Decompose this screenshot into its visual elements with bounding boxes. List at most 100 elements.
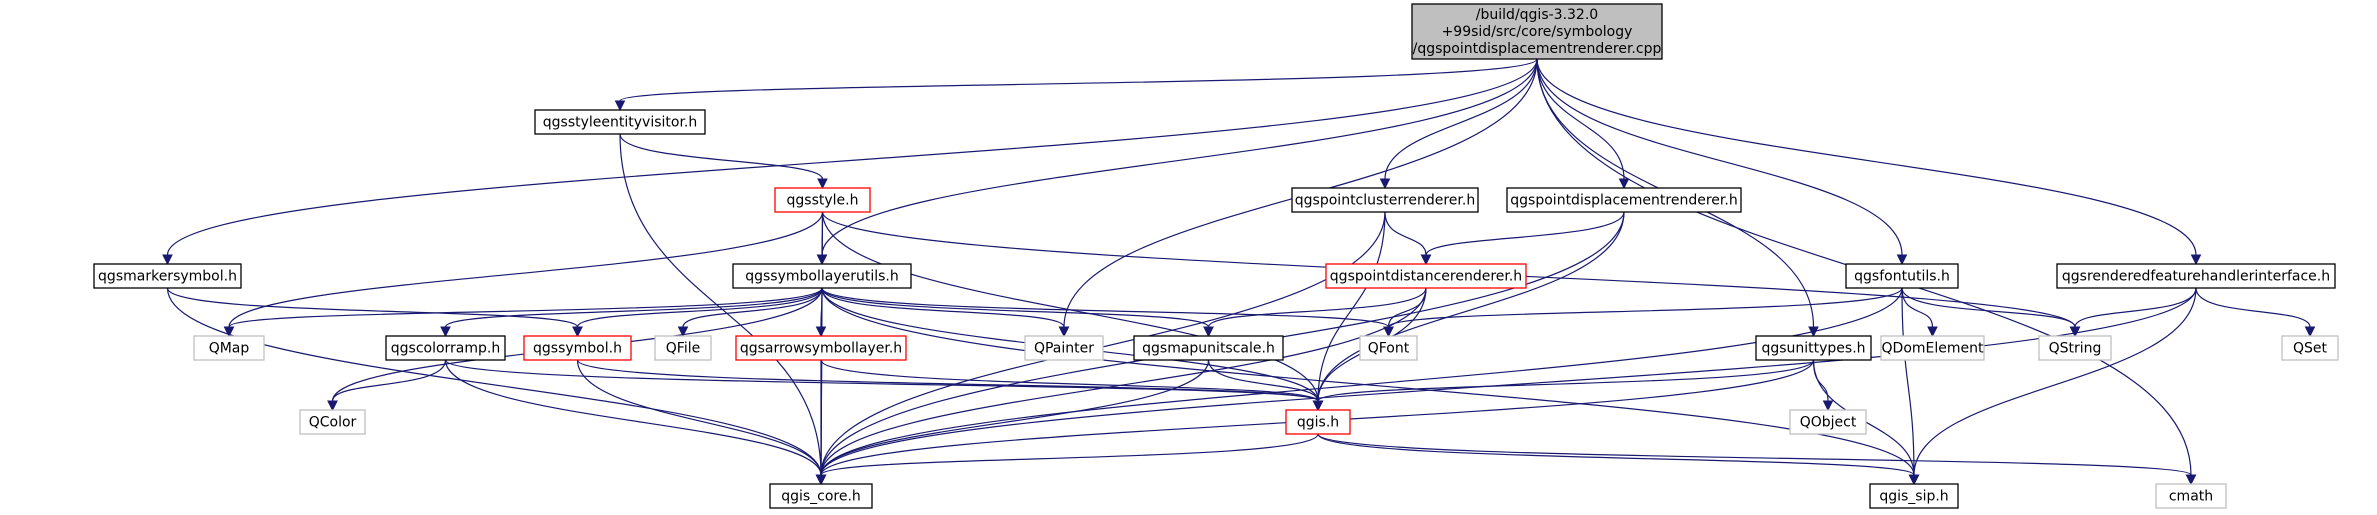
- node-qgspointdisplacementrenderer[interactable]: qgspointdisplacementrenderer.h: [1506, 187, 1742, 213]
- node-label-qgsstyleentityvisitor: qgsstyleentityvisitor.h: [543, 115, 698, 131]
- node-label-root: /build/qgis-3.32.0: [1476, 7, 1598, 23]
- node-qgis_sip[interactable]: qgis_sip.h: [1869, 483, 1959, 509]
- edge-qgsmarkersymbol-to-qgis_core: [166, 287, 822, 476]
- edge-qgis-to-qgis_sip: [1317, 433, 1915, 476]
- edge-qgscolorramp-to-qgis: [444, 359, 1319, 402]
- node-label-qgsmapunitscale: qgsmapunitscale.h: [1142, 341, 1275, 357]
- node-box-QObject: [1789, 409, 1867, 435]
- edge-qgis-to-cmath: [1317, 433, 2192, 476]
- node-qgspointdistancerenderer[interactable]: qgspointdistancerenderer.h: [1325, 263, 1527, 289]
- edge-root-to-qgsfontutils: [1536, 58, 1903, 256]
- node-label-qgsarrowsymbollayer: qgsarrowsymbollayer.h: [740, 341, 902, 357]
- edge-root-to-qgsrenderedfeaturehandlerinterface: [1536, 58, 2197, 256]
- edge-qgsrenderedfeaturehandlerinterface-to-qgis_core: [820, 287, 2197, 476]
- arrowhead-qgssymbollayerutils-to-QPainter: [1058, 326, 1070, 338]
- node-qgscolorramp[interactable]: qgscolorramp.h: [385, 335, 506, 361]
- arrowhead-root-to-qgsfontutils: [1896, 254, 1908, 266]
- arrowhead-root-to-qgspointdisplacementrenderer: [1618, 178, 1630, 190]
- node-label-qgis: qgis.h: [1297, 415, 1339, 431]
- edge-qgsfontutils-to-QString: [1901, 287, 2076, 328]
- node-qgssymbollayerutils[interactable]: qgssymbollayerutils.h: [732, 263, 912, 289]
- node-QFont: QFont: [1359, 335, 1418, 361]
- node-label-QFile: QFile: [666, 341, 700, 357]
- node-qgsunittypes[interactable]: qgsunittypes.h: [1755, 335, 1872, 361]
- edge-qgsunittypes-to-qgis: [1317, 359, 1815, 402]
- node-box-qgscolorramp: [385, 335, 506, 361]
- node-label-QObject: QObject: [1800, 415, 1857, 431]
- arrowhead-qgspointdisplacementrenderer-to-qgspointdistancerenderer: [1420, 254, 1432, 266]
- arrowhead-qgsstyleentityvisitor-to-qgsstyle: [817, 178, 828, 190]
- edge-qgssymbol-to-qgis: [576, 359, 1319, 402]
- node-label-qgsmarkersymbol: qgsmarkersymbol.h: [98, 269, 237, 285]
- node-qgsstyleentityvisitor[interactable]: qgsstyleentityvisitor.h: [534, 109, 706, 135]
- arrowhead-qgsfontutils-to-QDomElement: [1927, 326, 1938, 338]
- edge-qgssymbollayerutils-to-QFont: [821, 287, 1390, 328]
- node-qgsmarkersymbol[interactable]: qgsmarkersymbol.h: [93, 263, 242, 289]
- node-box-qgsarrowsymbollayer: [735, 335, 907, 361]
- node-box-qgsrenderedfeaturehandlerinterface: [2056, 263, 2336, 289]
- node-QColor: QColor: [299, 409, 366, 435]
- edge-qgsstyle-to-QMap: [228, 211, 824, 328]
- node-qgis[interactable]: qgis.h: [1285, 409, 1351, 435]
- node-qgsrenderedfeaturehandlerinterface[interactable]: qgsrenderedfeaturehandlerinterface.h: [2056, 263, 2336, 289]
- arrowhead-qgssymbollayerutils-to-qgssymbol: [572, 326, 583, 338]
- node-box-qgssymbollayerutils: [732, 263, 912, 289]
- node-qgsstyle[interactable]: qgsstyle.h: [774, 187, 871, 213]
- node-qgssymbol[interactable]: qgssymbol.h: [523, 335, 632, 361]
- arrowhead-qgsfontutils-to-QFont: [1383, 326, 1394, 338]
- node-box-QString: [2038, 335, 2112, 361]
- node-label-qgsunittypes: qgsunittypes.h: [1761, 341, 1865, 357]
- node-box-qgsmarkersymbol: [93, 263, 242, 289]
- edge-qgssymbollayerutils-to-QFile: [682, 287, 823, 328]
- edge-qgssymbollayerutils-to-qgscolorramp: [444, 287, 823, 328]
- edge-qgsrenderedfeaturehandlerinterface-to-qgis_sip: [1913, 287, 2197, 476]
- edge-qgscolorramp-to-qgis_core: [444, 359, 822, 476]
- edge-qgspointclusterrenderer-to-qgis: [1317, 211, 1386, 402]
- edge-qgssymbollayerutils-to-qgsarrowsymbollayer: [820, 287, 823, 328]
- node-label-qgis_core: qgis_core.h: [781, 489, 861, 505]
- arrowhead-qgssymbollayerutils-to-QFile: [677, 326, 689, 338]
- node-box-cmath: [2155, 483, 2227, 509]
- node-QObject: QObject: [1789, 409, 1867, 435]
- node-qgsarrowsymbollayer[interactable]: qgsarrowsymbollayer.h: [735, 335, 907, 361]
- node-box-qgspointclusterrenderer: [1291, 187, 1479, 213]
- node-qgsmapunitscale[interactable]: qgsmapunitscale.h: [1133, 335, 1284, 361]
- node-root[interactable]: /build/qgis-3.32.0+99sid/src/core/symbol…: [1411, 3, 1663, 60]
- node-box-qgis_sip: [1869, 483, 1959, 509]
- arrowhead-qgsrenderedfeaturehandlerinterface-to-QSet: [2304, 326, 2316, 338]
- node-QString: QString: [2038, 335, 2112, 361]
- edge-qgsunittypes-to-QObject: [1812, 359, 1829, 402]
- node-box-qgsstyleentityvisitor: [534, 109, 706, 135]
- node-qgsfontutils[interactable]: qgsfontutils.h: [1845, 263, 1959, 289]
- node-box-root: [1411, 3, 1663, 60]
- node-label-QPainter: QPainter: [1034, 341, 1094, 357]
- node-box-QColor: [299, 409, 366, 435]
- edge-qgsfontutils-to-QDomElement: [1901, 287, 1934, 328]
- edges-layer: [162, 58, 2316, 486]
- arrowhead-qgssymbollayerutils-to-qgscolorramp: [440, 326, 451, 338]
- edge-root-to-qgspointclusterrenderer: [1384, 58, 1538, 180]
- arrowhead-root-to-qgsrenderedfeaturehandlerinterface: [2190, 254, 2202, 266]
- edge-qgssymbollayerutils-to-qgsmapunitscale: [821, 287, 1210, 328]
- node-qgspointclusterrenderer[interactable]: qgspointclusterrenderer.h: [1291, 187, 1479, 213]
- node-QSet: QSet: [2281, 335, 2339, 361]
- edge-qgsfontutils-to-qgis_core: [820, 287, 1903, 476]
- node-qgis_core[interactable]: qgis_core.h: [769, 483, 873, 509]
- edge-qgsstyleentityvisitor-to-qgis_core: [619, 133, 822, 476]
- node-QFile: QFile: [654, 335, 712, 361]
- node-QMap: QMap: [193, 335, 265, 361]
- edge-qgsrenderedfeaturehandlerinterface-to-QString: [2074, 287, 2197, 328]
- edge-qgscolorramp-to-QColor: [331, 359, 447, 402]
- node-label-qgspointclusterrenderer: qgspointclusterrenderer.h: [1295, 193, 1475, 209]
- edge-qgsfontutils-to-qgis_sip: [1901, 287, 1915, 476]
- node-label-root: +99sid/src/core/symbology: [1442, 24, 1633, 40]
- arrowhead-qgis-to-qgis_sip: [1908, 474, 1920, 486]
- arrowhead-qgis-to-qgis_core: [815, 474, 827, 486]
- node-box-QSet: [2281, 335, 2339, 361]
- edge-qgssymbollayerutils-to-qgssymbol: [576, 287, 823, 328]
- arrowhead-root-to-qgsstyleentityvisitor: [614, 100, 626, 112]
- edge-qgssymbol-to-qgis_core: [576, 359, 822, 476]
- node-box-QFont: [1359, 335, 1418, 361]
- node-label-QString: QString: [2049, 341, 2102, 357]
